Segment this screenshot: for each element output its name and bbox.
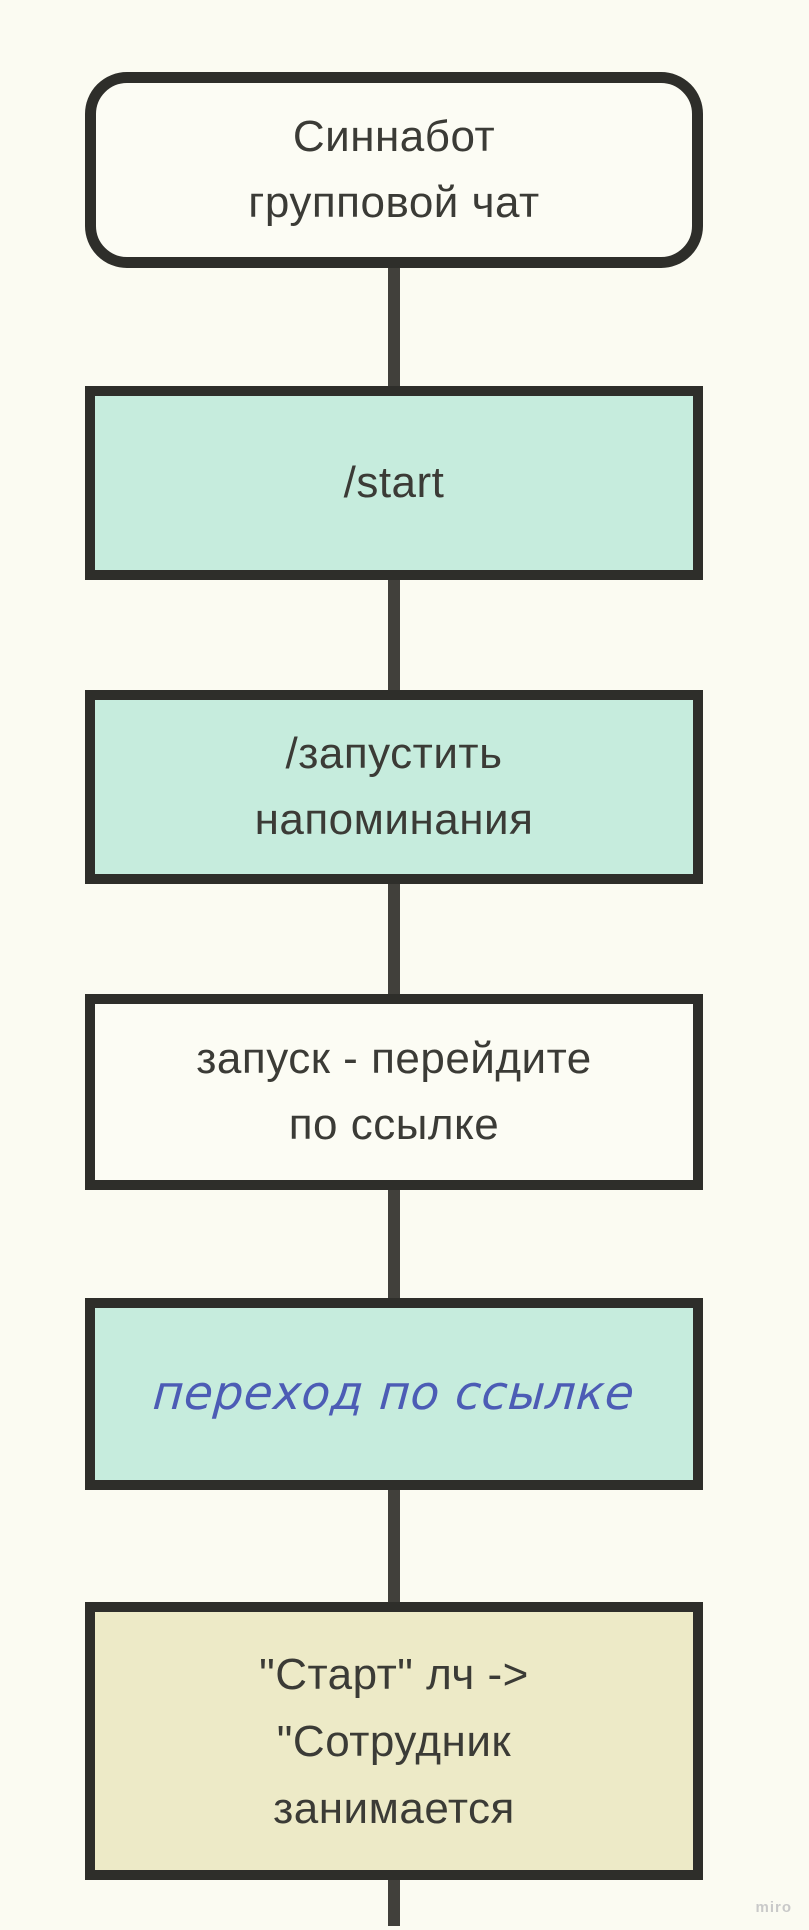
flow-node-label: запуск - перейдите по ссылке [196,1034,592,1149]
flow-node-label: переход по ссылке [151,1366,637,1421]
flow-connector[interactable] [388,1190,400,1298]
flow-node-sinnabot-group-chat[interactable]: Синнабот групповой чат [85,72,703,268]
flow-connector[interactable] [388,268,400,386]
flow-node-label: Синнабот групповой чат [248,112,540,227]
flow-node-link-transition[interactable]: переход по ссылке [85,1298,703,1490]
flow-node-label: /запустить напоминания [254,729,534,844]
flow-node-launch-reminders-command[interactable]: /запустить напоминания [85,690,703,884]
flow-node-label: /start [343,458,445,507]
flow-node-label: "Старт" лч -> "Сотрудник занимается [259,1649,529,1833]
flow-connector[interactable] [388,580,400,690]
flow-connector[interactable] [388,1880,400,1926]
miro-logo-watermark: miro [755,1899,792,1916]
flow-node-start-command[interactable]: /start [85,386,703,580]
flow-node-launch-follow-link[interactable]: запуск - перейдите по ссылке [85,994,703,1190]
flow-node-start-dm-employee[interactable]: "Старт" лч -> "Сотрудник занимается [85,1602,703,1880]
flow-connector[interactable] [388,884,400,994]
flow-connector[interactable] [388,1490,400,1602]
